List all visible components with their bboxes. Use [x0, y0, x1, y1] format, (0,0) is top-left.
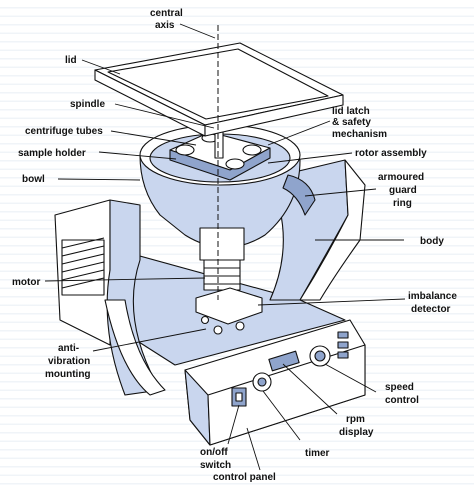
label-imbalance-2: detector — [411, 304, 451, 315]
label-armoured-3: ring — [393, 198, 412, 209]
label-onoff-1: on/off — [200, 447, 228, 458]
label-central-axis-2: axis — [155, 20, 175, 31]
label-antivib-3: mounting — [45, 369, 91, 380]
label-antivib-1: anti- — [58, 343, 79, 354]
label-rpm-1: rpm — [346, 414, 365, 425]
lid — [94, 42, 344, 137]
label-rpm-2: display — [339, 427, 374, 438]
label-lid: lid — [65, 55, 77, 66]
labels: central axis lid spindle lid latch & saf… — [12, 8, 457, 483]
label-armoured-1: armoured — [378, 172, 424, 183]
armoured-guard-ring — [282, 174, 316, 216]
label-control-panel: control panel — [213, 472, 276, 483]
label-centrifuge-tubes: centrifuge tubes — [25, 126, 103, 137]
label-imbalance-1: imbalance — [408, 291, 457, 302]
label-speed-1: speed — [385, 382, 414, 393]
label-sample-holder: sample holder — [18, 148, 86, 159]
label-lid-latch-3: mechanism — [332, 129, 387, 140]
label-motor: motor — [12, 277, 40, 288]
label-rotor-assembly: rotor assembly — [355, 148, 427, 159]
label-body: body — [420, 236, 444, 247]
leader-lines — [44, 23, 406, 471]
label-bowl: bowl — [22, 174, 45, 185]
label-lid-latch-1: lid latch — [332, 106, 370, 117]
label-timer: timer — [305, 448, 330, 459]
label-onoff-2: switch — [200, 460, 231, 471]
motor — [195, 227, 263, 335]
control-panel — [184, 319, 366, 446]
label-armoured-2: guard — [389, 185, 417, 196]
label-lid-latch-2: & safety — [332, 117, 371, 128]
centrifuge-tubes — [175, 133, 262, 170]
label-antivib-2: vibration — [48, 356, 90, 367]
label-speed-2: control — [385, 395, 419, 406]
label-central-axis-1: central — [150, 8, 183, 19]
label-spindle: spindle — [70, 99, 105, 110]
